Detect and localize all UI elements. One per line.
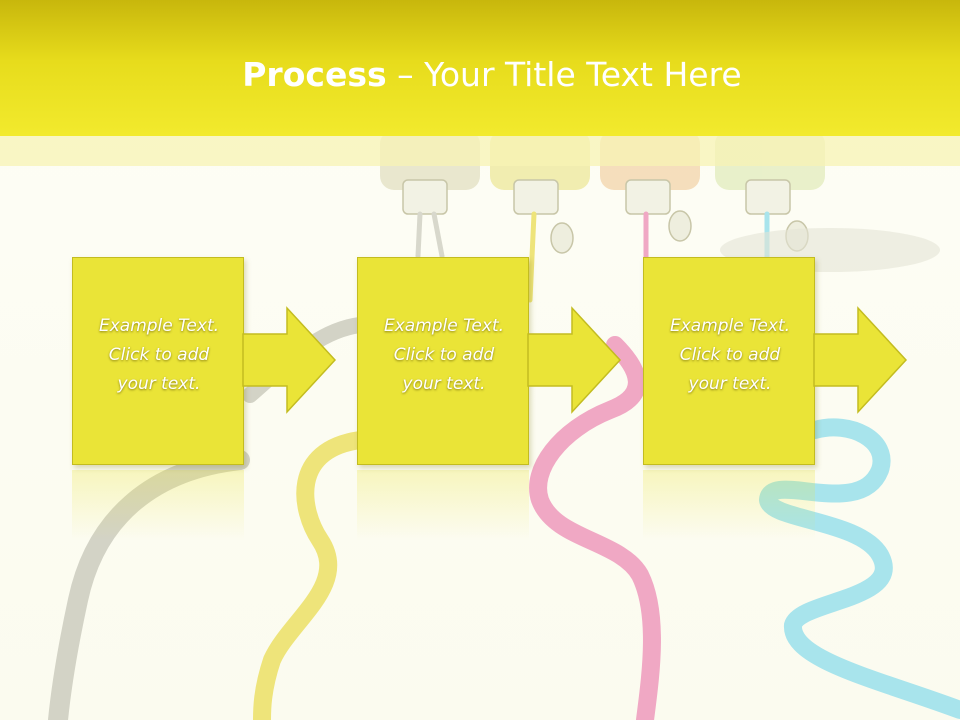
step-3-line-2: Click to add [679, 345, 781, 365]
step-1-line-3: your text. [117, 374, 201, 394]
step-3-line-1: Example Text. [669, 316, 791, 336]
step-3-box[interactable]: Example Text. Click to add your text. [643, 257, 815, 465]
title-rest: – Your Title Text Here [386, 55, 742, 94]
step-1-text[interactable]: Example Text. Click to add your text. [73, 312, 245, 399]
step-2-line-2: Click to add [393, 345, 495, 365]
step-reflection [357, 470, 529, 540]
step-1-arrow-icon [242, 306, 337, 414]
step-2-arrow-icon [527, 306, 622, 414]
step-3-text[interactable]: Example Text. Click to add your text. [644, 312, 816, 399]
step-3-line-3: your text. [688, 374, 772, 394]
title-bar [0, 0, 960, 136]
header-band [0, 136, 960, 166]
step-1-line-2: Click to add [108, 345, 210, 365]
step-2-line-3: your text. [402, 374, 486, 394]
slide-title[interactable]: Process – Your Title Text Here [0, 52, 960, 98]
step-1-box[interactable]: Example Text. Click to add your text. [72, 257, 244, 465]
step-2-box[interactable]: Example Text. Click to add your text. [357, 257, 529, 465]
title-bold: Process [242, 55, 387, 94]
step-reflection [72, 470, 244, 540]
step-2-line-1: Example Text. [383, 316, 505, 336]
step-reflection [643, 470, 815, 540]
step-3-arrow-icon [813, 306, 908, 414]
step-2-text[interactable]: Example Text. Click to add your text. [358, 312, 530, 399]
step-1-line-1: Example Text. [98, 316, 220, 336]
